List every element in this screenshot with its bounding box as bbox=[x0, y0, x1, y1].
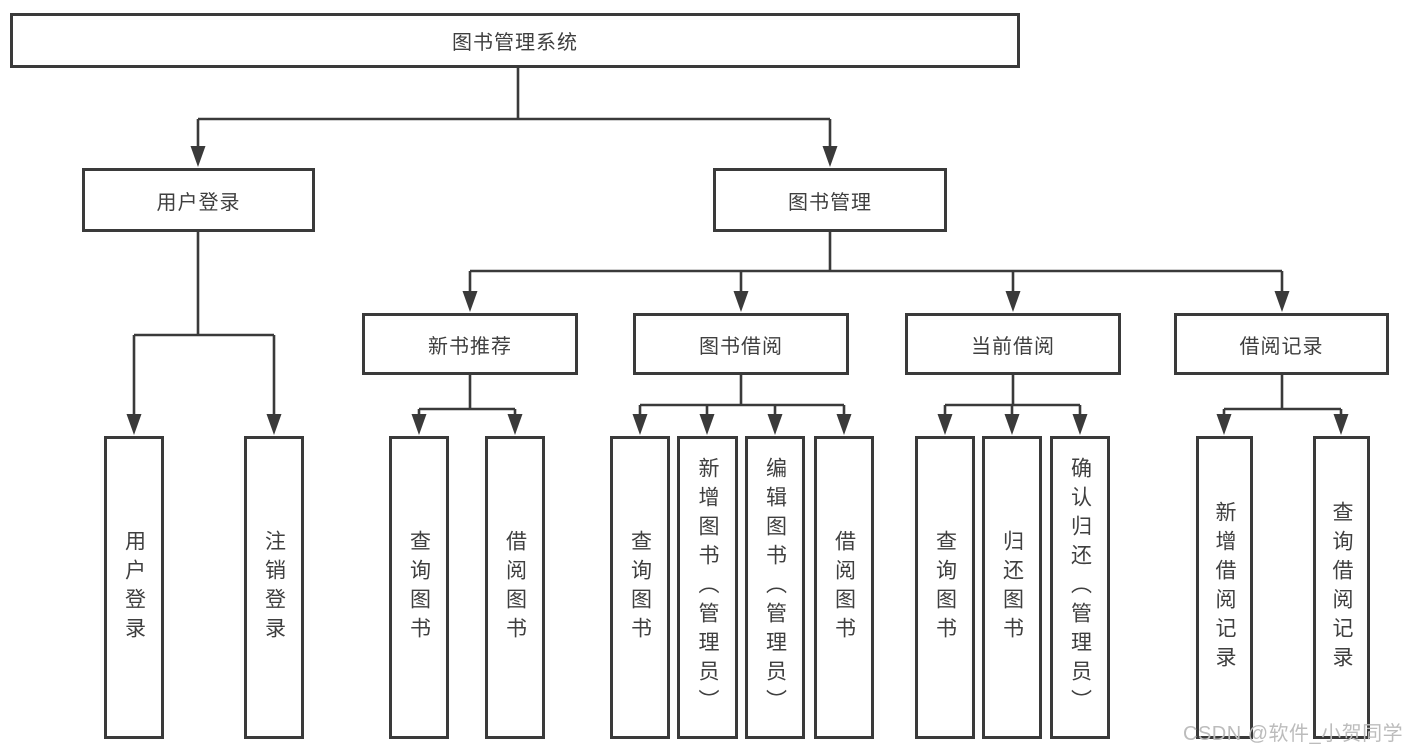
node-leaf-records-query-record-label: 查询借阅记录 bbox=[1330, 500, 1354, 675]
arrowhead-icon bbox=[733, 291, 749, 312]
connector-recommend-to-leaves bbox=[417, 374, 517, 417]
arrowhead-icon bbox=[1004, 414, 1020, 435]
arrowhead-icon bbox=[1274, 291, 1290, 312]
node-borrowing-records-label: 借阅记录 bbox=[1239, 335, 1324, 358]
node-borrowing-records: 借阅记录 bbox=[1174, 313, 1389, 375]
arrowhead-icon bbox=[937, 414, 953, 435]
node-leaf-recommend-borrow-books: 借阅图书 bbox=[485, 436, 545, 739]
node-leaf-records-query-record: 查询借阅记录 bbox=[1313, 436, 1370, 739]
arrowhead-icon bbox=[1216, 414, 1232, 435]
node-leaf-current-query-books-label: 查询图书 bbox=[933, 529, 957, 646]
node-leaf-user-login: 用户登录 bbox=[104, 436, 164, 739]
arrowhead-icon bbox=[632, 414, 648, 435]
node-leaf-recommend-query-books: 查询图书 bbox=[389, 436, 449, 739]
node-user-login-label: 用户登录 bbox=[156, 191, 241, 214]
node-leaf-borrowing-borrow-books-label: 借阅图书 bbox=[832, 529, 856, 646]
node-leaf-borrowing-query-books: 查询图书 bbox=[610, 436, 670, 739]
node-new-book-recommend: 新书推荐 bbox=[362, 313, 578, 375]
arrowhead-icon bbox=[411, 414, 427, 435]
arrowhead-icon bbox=[126, 414, 142, 435]
node-leaf-borrowing-edit-books-label: 编辑图书（管理员） bbox=[763, 457, 787, 718]
node-leaf-borrowing-edit-books: 编辑图书（管理员） bbox=[745, 436, 805, 739]
node-leaf-current-return-books: 归还图书 bbox=[982, 436, 1042, 739]
arrowhead-icon bbox=[190, 146, 206, 167]
node-current-borrowing-label: 当前借阅 bbox=[971, 335, 1055, 358]
node-new-book-recommend-label: 新书推荐 bbox=[428, 335, 512, 358]
connector-current-to-leaves bbox=[943, 374, 1082, 417]
node-leaf-records-add-record-label: 新增借阅记录 bbox=[1213, 500, 1237, 675]
node-leaf-records-add-record: 新增借阅记录 bbox=[1196, 436, 1253, 739]
arrowhead-icon bbox=[1072, 414, 1088, 435]
node-leaf-logout: 注销登录 bbox=[244, 436, 304, 739]
node-user-login: 用户登录 bbox=[82, 168, 315, 232]
node-leaf-current-confirm-return-label: 确认归还（管理员） bbox=[1068, 457, 1092, 718]
node-book-management-label: 图书管理 bbox=[788, 191, 872, 214]
arrowhead-icon bbox=[266, 414, 282, 435]
arrowhead-icon bbox=[767, 414, 783, 435]
node-root: 图书管理系统 bbox=[10, 13, 1020, 68]
node-leaf-borrowing-add-books: 新增图书（管理员） bbox=[677, 436, 738, 739]
connector-userlogin-to-leaves bbox=[132, 231, 276, 416]
arrowhead-icon bbox=[699, 414, 715, 435]
connector-borrowing-to-leaves bbox=[638, 374, 846, 417]
connector-root-to-level2 bbox=[196, 66, 832, 148]
node-leaf-user-login-label: 用户登录 bbox=[122, 529, 146, 646]
connector-bookmgmt-to-level3 bbox=[468, 231, 1284, 293]
arrowhead-icon bbox=[822, 146, 838, 167]
node-leaf-current-confirm-return: 确认归还（管理员） bbox=[1050, 436, 1110, 739]
node-leaf-current-return-books-label: 归还图书 bbox=[1000, 529, 1024, 646]
arrowhead-icon bbox=[1333, 414, 1349, 435]
node-leaf-borrowing-query-books-label: 查询图书 bbox=[628, 529, 652, 646]
node-leaf-borrowing-borrow-books: 借阅图书 bbox=[814, 436, 874, 739]
arrowhead-icon bbox=[507, 414, 523, 435]
node-leaf-borrowing-add-books-label: 新增图书（管理员） bbox=[696, 457, 720, 718]
node-book-borrowing: 图书借阅 bbox=[633, 313, 849, 375]
arrowhead-icon bbox=[836, 414, 852, 435]
node-leaf-logout-label: 注销登录 bbox=[262, 529, 286, 646]
connector-records-to-leaves bbox=[1222, 374, 1343, 417]
node-root-label: 图书管理系统 bbox=[452, 32, 578, 54]
node-book-borrowing-label: 图书借阅 bbox=[699, 335, 783, 358]
arrowhead-icon bbox=[462, 291, 478, 312]
node-leaf-recommend-borrow-books-label: 借阅图书 bbox=[503, 529, 527, 646]
node-leaf-current-query-books: 查询图书 bbox=[915, 436, 975, 739]
node-leaf-recommend-query-books-label: 查询图书 bbox=[407, 529, 431, 646]
node-current-borrowing: 当前借阅 bbox=[905, 313, 1121, 375]
csdn-watermark: CSDN @软件_小贺同学 bbox=[1183, 723, 1404, 745]
node-book-management: 图书管理 bbox=[713, 168, 947, 232]
arrowhead-icon bbox=[1005, 291, 1021, 312]
